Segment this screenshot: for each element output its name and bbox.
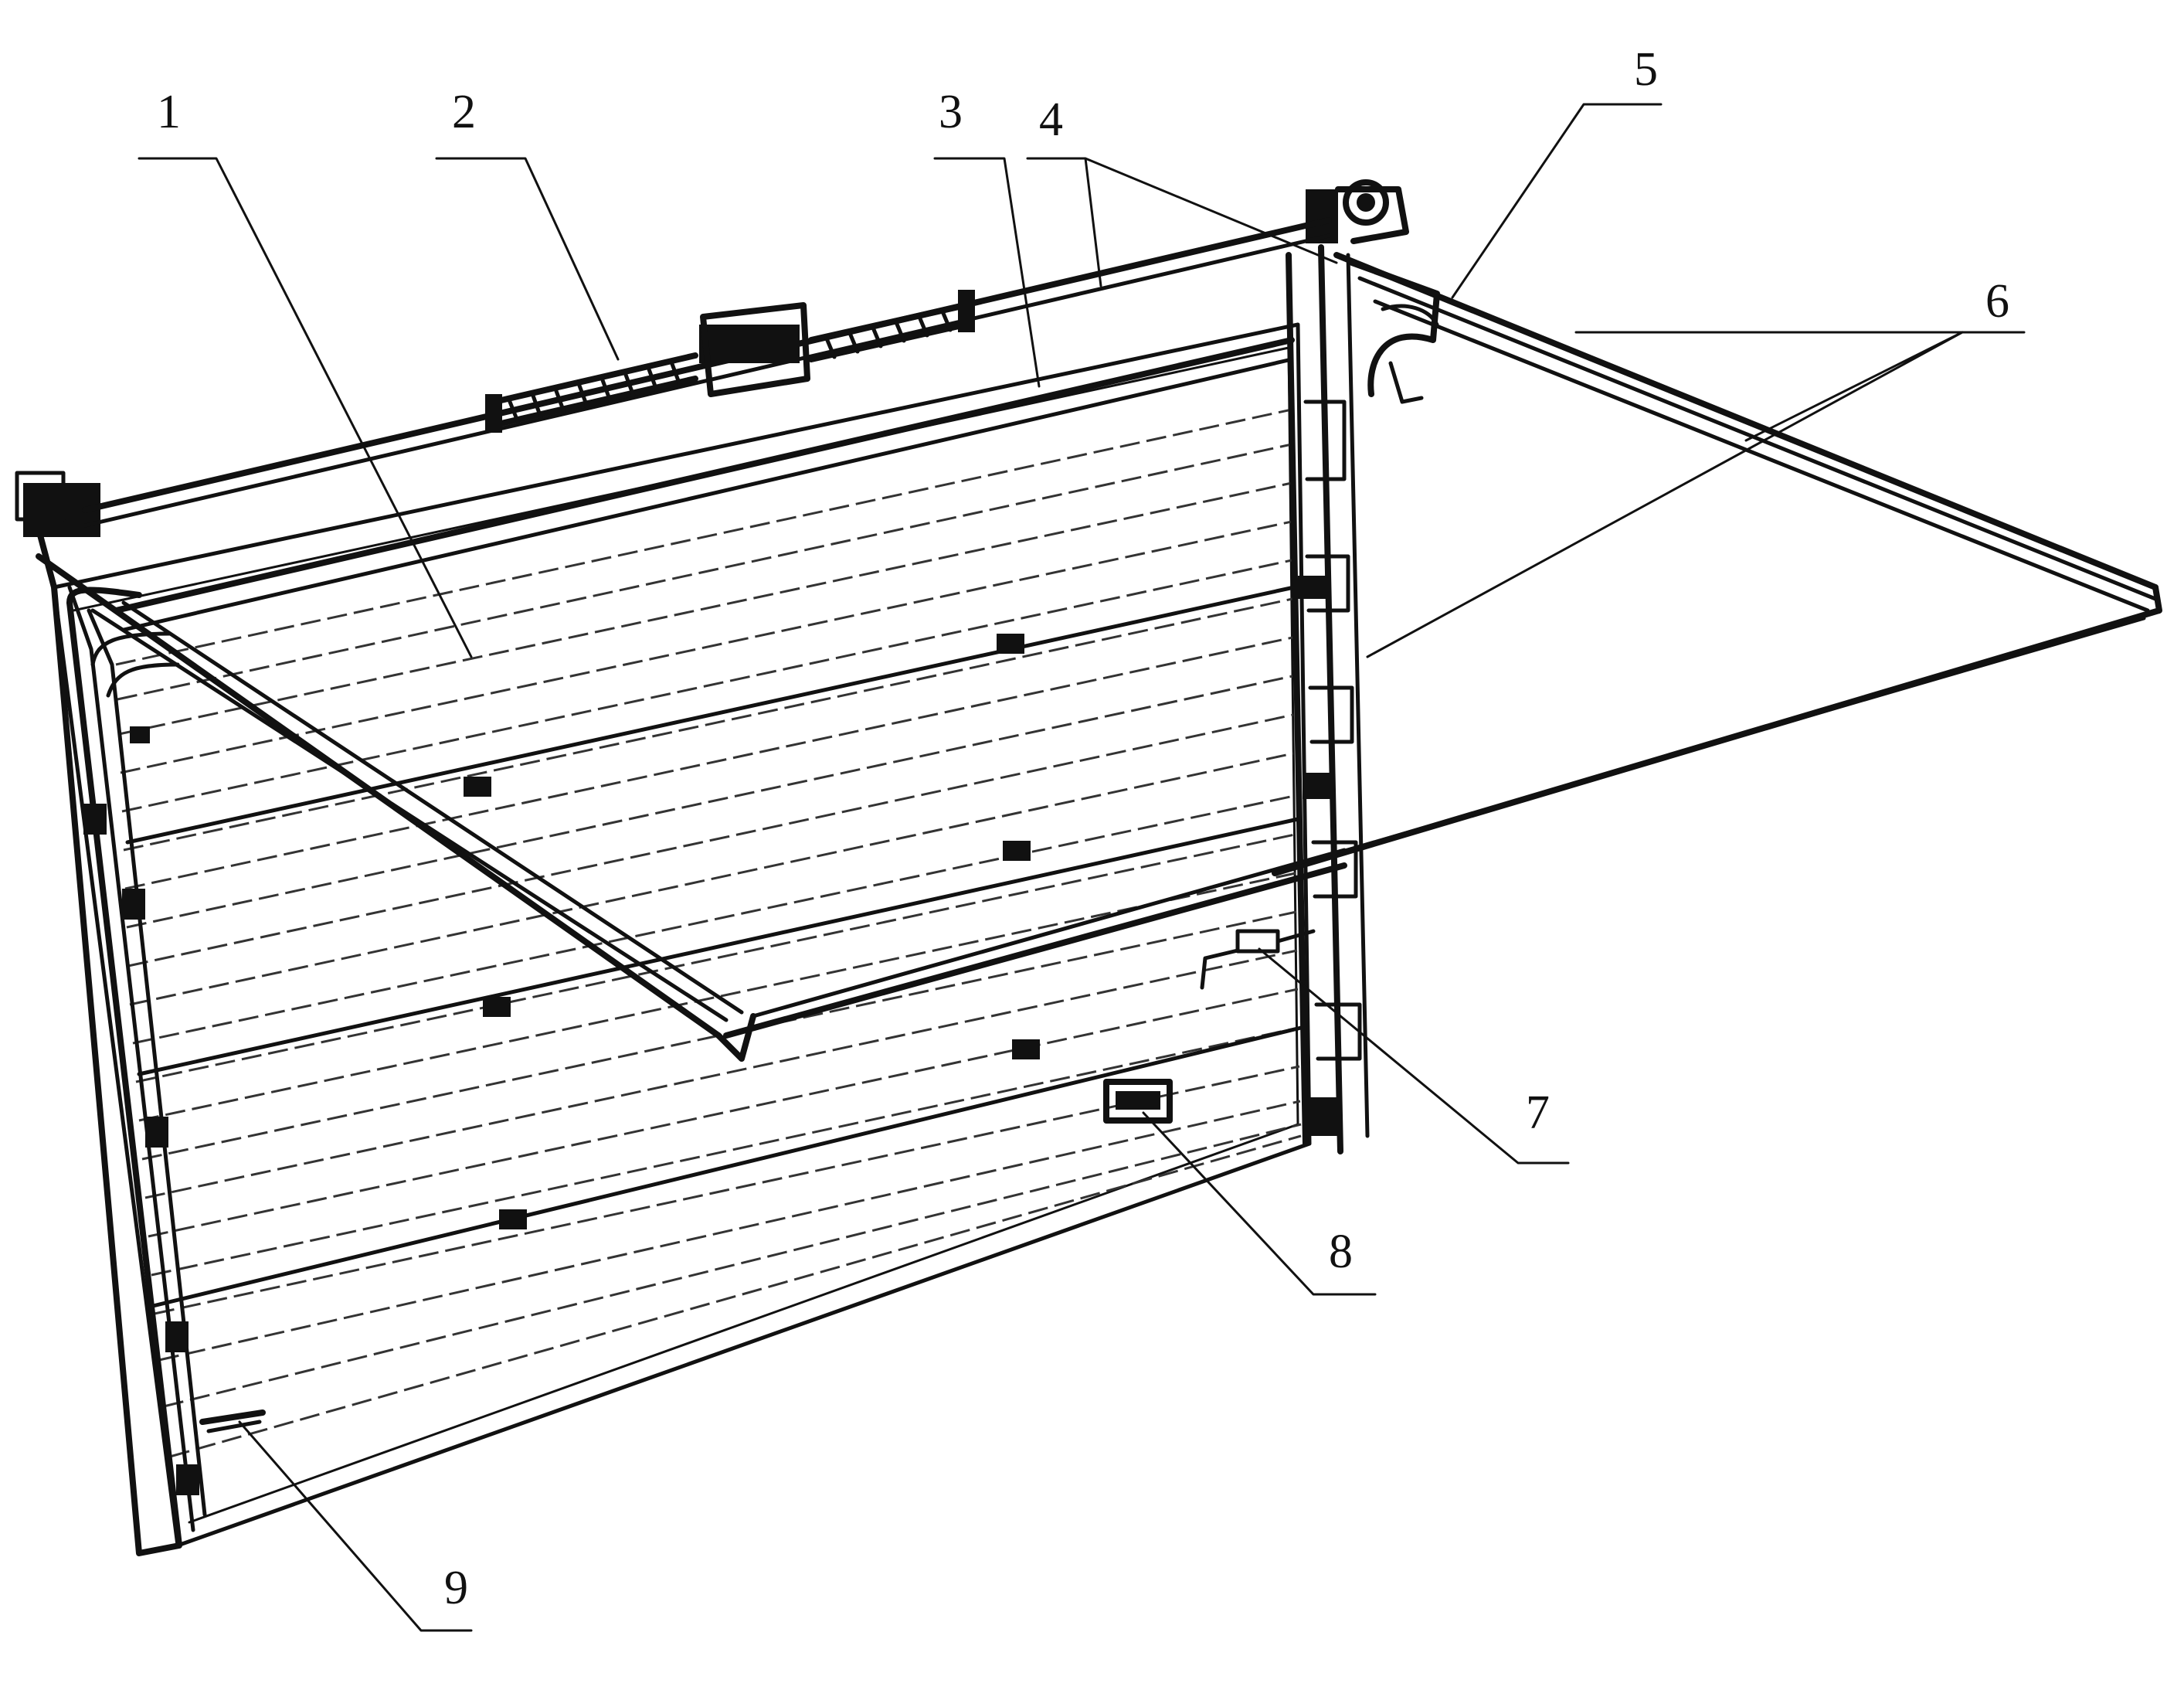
leader-6 (1366, 331, 2026, 658)
callout-5: 5 (1634, 43, 1658, 96)
leader-1 (138, 157, 473, 658)
door-handle (1103, 1079, 1173, 1124)
torsion-shaft (82, 217, 1332, 528)
leader-7 (1258, 947, 1570, 1165)
callout-6: 6 (1985, 275, 2009, 328)
leader-8 (1142, 1111, 1377, 1296)
right-vertical-guide (1286, 244, 1370, 1154)
callout-2: 2 (452, 86, 476, 138)
bottom-bolt (199, 1409, 266, 1433)
top-lintel (113, 337, 1295, 632)
callout-9: 9 (444, 1562, 468, 1614)
leader-3 (933, 157, 1041, 388)
callout-3: 3 (939, 86, 963, 138)
door-leaf (52, 322, 1316, 1548)
door-latch (1200, 929, 1316, 990)
callout-labels: 1 2 3 4 5 6 7 8 9 (157, 43, 2009, 1614)
horizontal-tracks (36, 252, 2162, 1062)
leader-lines (138, 103, 2026, 1632)
callout-1: 1 (157, 86, 181, 138)
callout-8: 8 (1329, 1226, 1353, 1278)
callout-4: 4 (1039, 94, 1063, 146)
callout-7: 7 (1526, 1086, 1550, 1139)
section-joints (125, 585, 1303, 1308)
section-hinges (464, 634, 1040, 1229)
leader-2 (435, 157, 620, 361)
leader-5 (1451, 103, 1663, 299)
leader-4 (1026, 157, 1338, 287)
leader-9 (238, 1420, 473, 1632)
